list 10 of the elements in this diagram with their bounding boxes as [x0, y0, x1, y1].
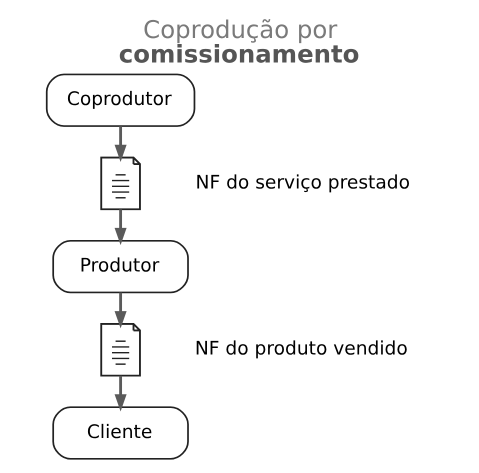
node-label: NF do produto vendido [194, 338, 408, 360]
arrow [114, 376, 126, 412]
node-label: NF do serviço prestado [195, 172, 410, 194]
arrow [114, 209, 126, 246]
arrow [114, 126, 126, 162]
arrow [114, 292, 126, 328]
node-box: Coprodutor [45, 74, 195, 127]
node-box: Produtor [52, 240, 188, 294]
diagram-title: Coprodução por comissionamento [118, 15, 359, 68]
node-box: Cliente [52, 406, 188, 460]
